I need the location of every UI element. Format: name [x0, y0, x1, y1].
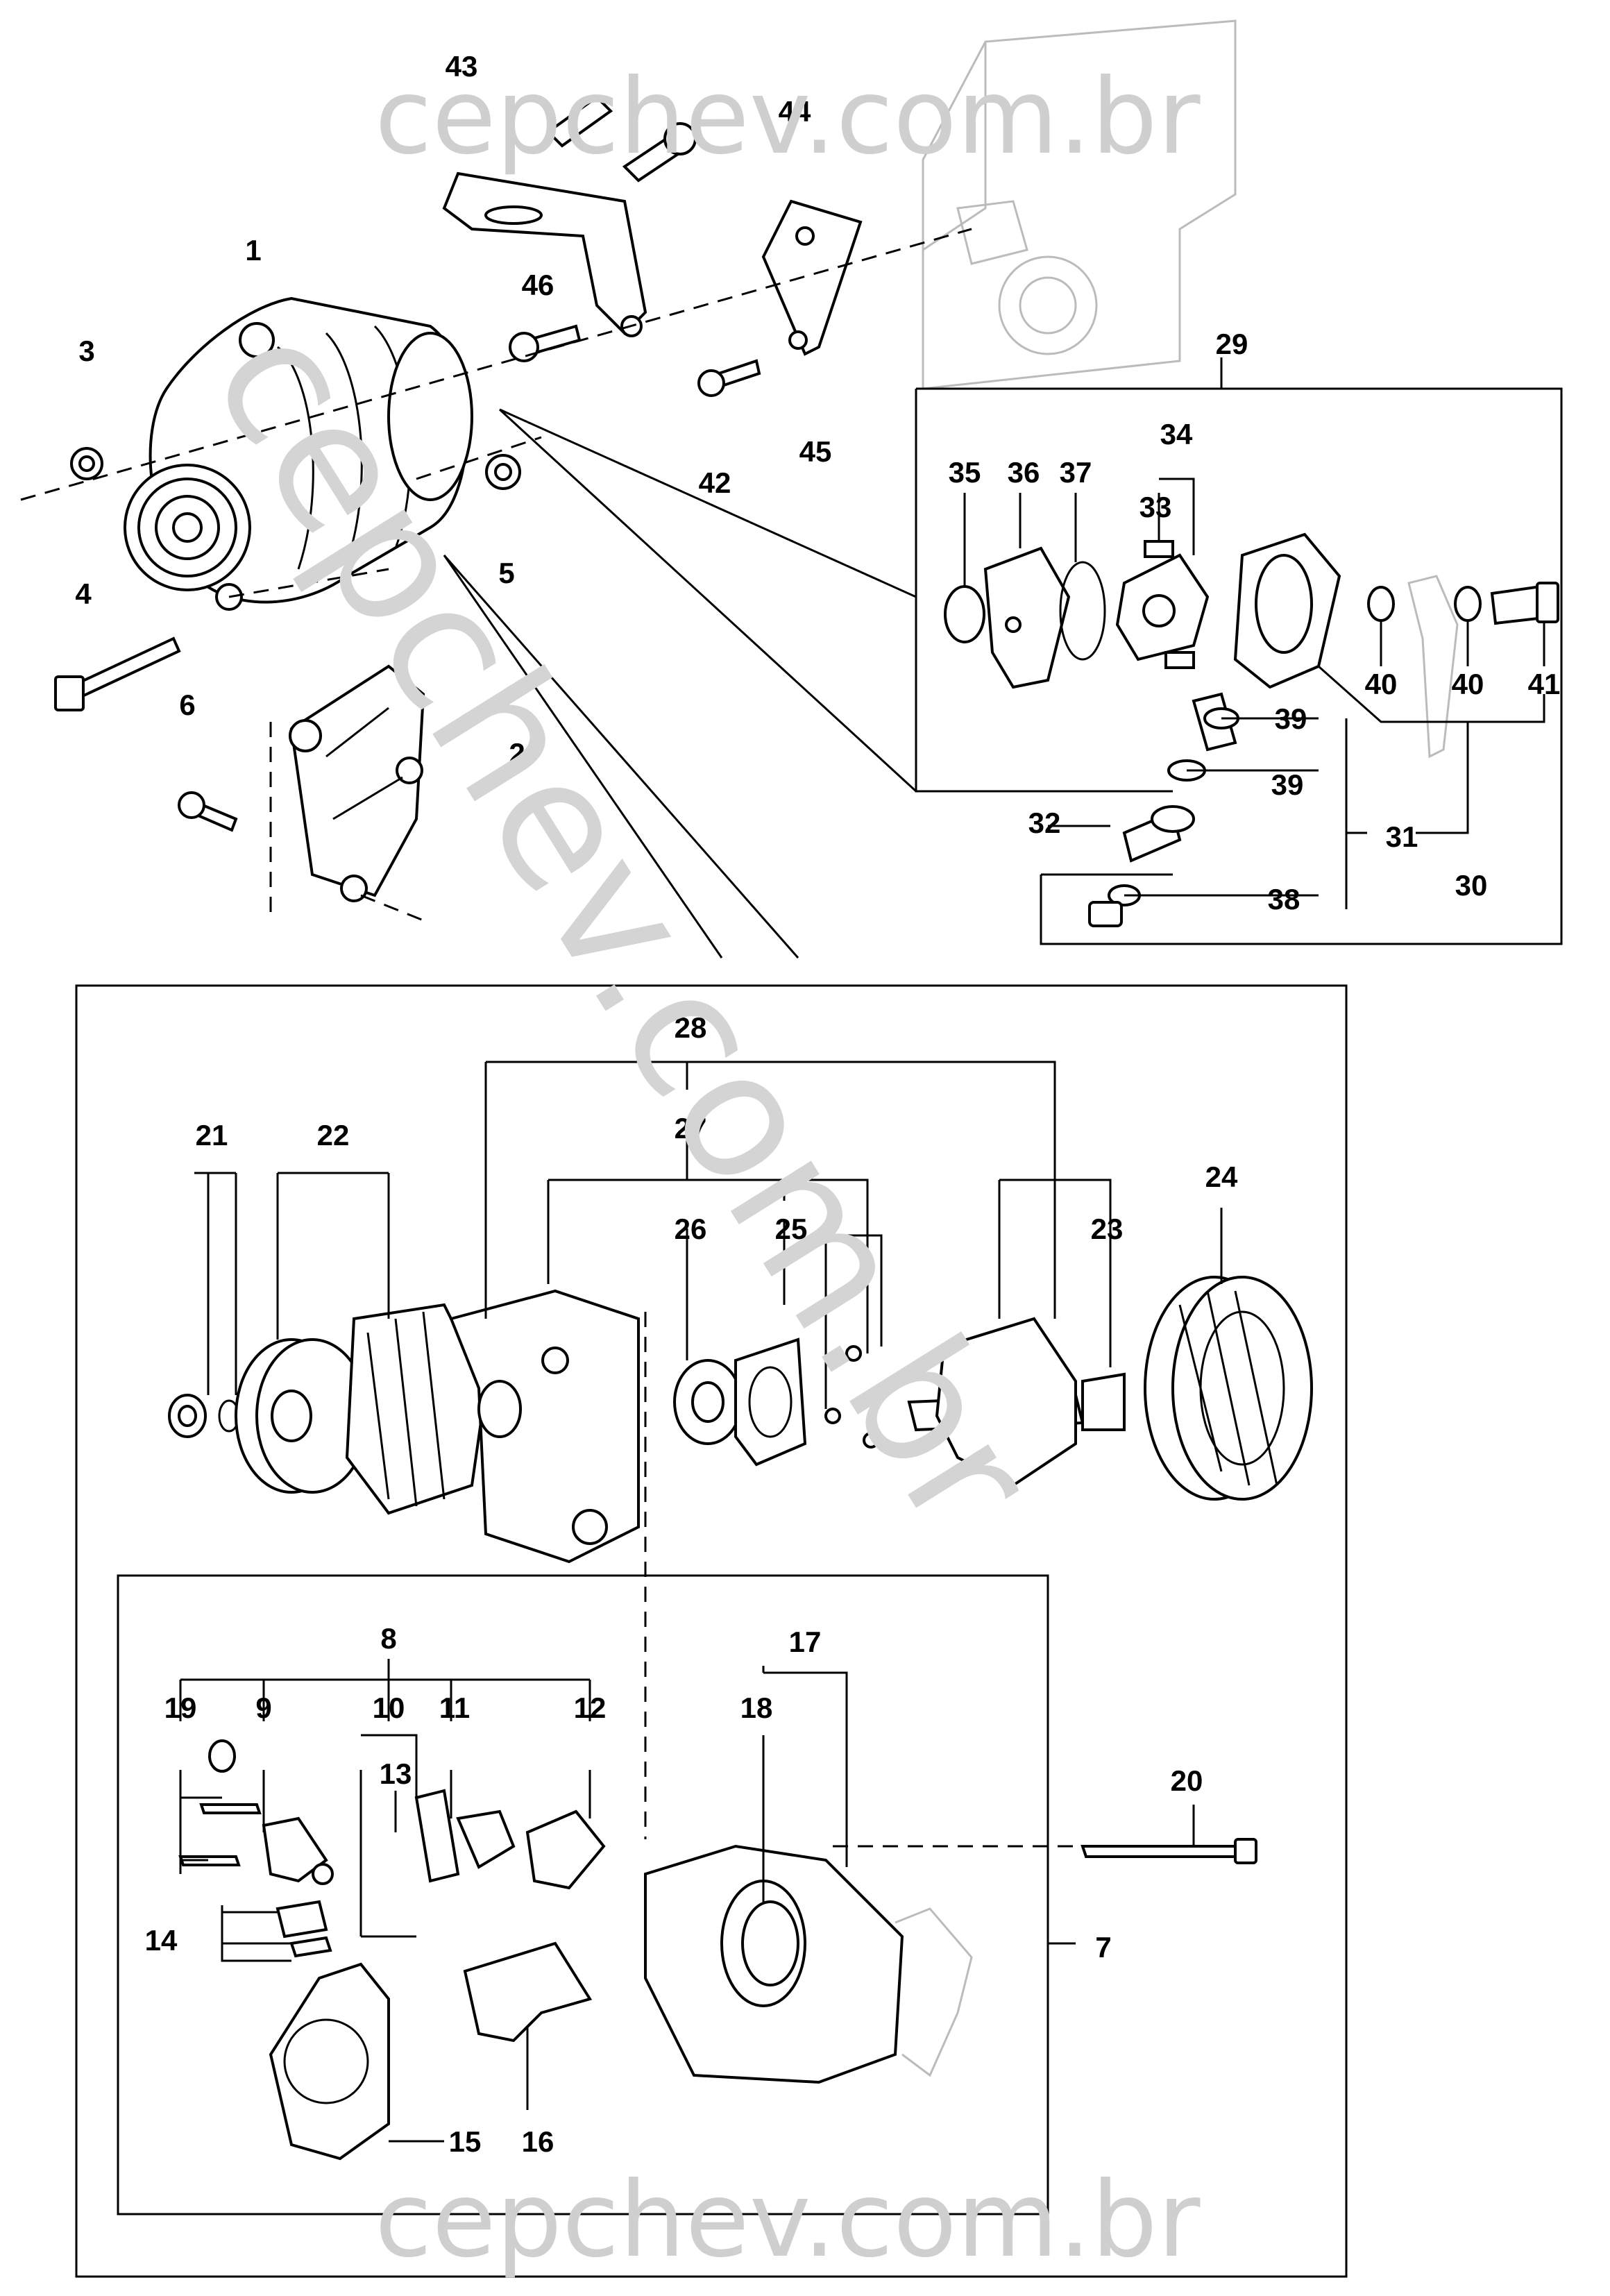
callout-c38: 38: [1268, 883, 1300, 915]
callout-c29: 29: [1216, 328, 1248, 360]
callout-c44: 44: [779, 95, 811, 128]
lower-bracket: [289, 664, 425, 902]
callout-c36: 36: [1008, 456, 1040, 489]
callout-c22: 22: [317, 1119, 350, 1151]
callout-c20: 20: [1171, 1764, 1203, 1797]
callout-c6: 6: [179, 689, 195, 721]
callout-c19: 19: [164, 1691, 197, 1724]
callout-c27: 27: [675, 1112, 707, 1145]
detail-box-7: [75, 984, 1348, 2278]
detail-leaders: [443, 408, 917, 959]
callout-c14: 14: [145, 1924, 178, 1957]
callout-c16: 16: [522, 2125, 554, 2158]
callout-c46: 46: [522, 269, 554, 301]
callout-c26: 26: [675, 1213, 707, 1245]
callout-c34: 34: [1160, 418, 1193, 450]
callout-c15: 15: [449, 2125, 482, 2158]
callout-c30: 30: [1455, 869, 1488, 902]
callout-c33: 33: [1139, 491, 1172, 523]
callout-c40b: 40: [1452, 668, 1484, 700]
housing-group: [178, 1312, 1257, 2161]
callout-c45: 45: [799, 435, 832, 468]
callout-c39a: 39: [1275, 702, 1307, 735]
callout-c37: 37: [1060, 456, 1092, 489]
callout-c5: 5: [498, 557, 514, 589]
callout-c4: 4: [75, 577, 92, 610]
callout-leaders: [179, 1061, 1223, 2143]
bolts: [54, 95, 761, 832]
callout-c21: 21: [196, 1119, 228, 1151]
callout-c1: 1: [245, 234, 261, 267]
watermark-bottom: cepchev.com.br: [375, 2160, 1201, 2281]
alternator-assembly: [124, 296, 473, 611]
callout-c8: 8: [380, 1622, 396, 1655]
callout-c39b: 39: [1271, 768, 1304, 801]
callout-c40a: 40: [1365, 668, 1398, 700]
callout-c11: 11: [439, 1691, 470, 1724]
watermark-top: cepchev.com.br: [375, 57, 1201, 178]
callout-c32: 32: [1028, 807, 1061, 839]
callout-c13: 13: [380, 1757, 412, 1790]
callout-c12: 12: [574, 1691, 607, 1724]
callout-c10: 10: [373, 1691, 405, 1724]
callout-c31: 31: [1386, 820, 1418, 853]
callout-c17: 17: [789, 1626, 822, 1658]
callout-c41: 41: [1528, 668, 1561, 700]
callout-c2: 2: [509, 737, 525, 770]
callout-c18: 18: [740, 1691, 773, 1724]
callout-c9: 9: [255, 1691, 271, 1724]
callout-c24: 24: [1205, 1160, 1238, 1193]
callout-c43: 43: [446, 50, 478, 83]
adjusting-bracket: [442, 171, 647, 337]
mounting-bracket-45: [761, 199, 863, 356]
engine-block-ghost: [922, 19, 1237, 390]
callout-c42: 42: [699, 466, 731, 499]
callout-c23: 23: [1091, 1213, 1124, 1245]
callout-c25: 25: [775, 1213, 808, 1245]
rotor-group: [168, 1276, 1313, 1564]
callout-c35: 35: [949, 456, 981, 489]
detail-box-29: [915, 357, 1563, 945]
callout-c28: 28: [675, 1011, 707, 1044]
alignment-lines: [20, 228, 972, 925]
callout-c7: 7: [1095, 1931, 1111, 1964]
callout-c3: 3: [78, 335, 94, 367]
